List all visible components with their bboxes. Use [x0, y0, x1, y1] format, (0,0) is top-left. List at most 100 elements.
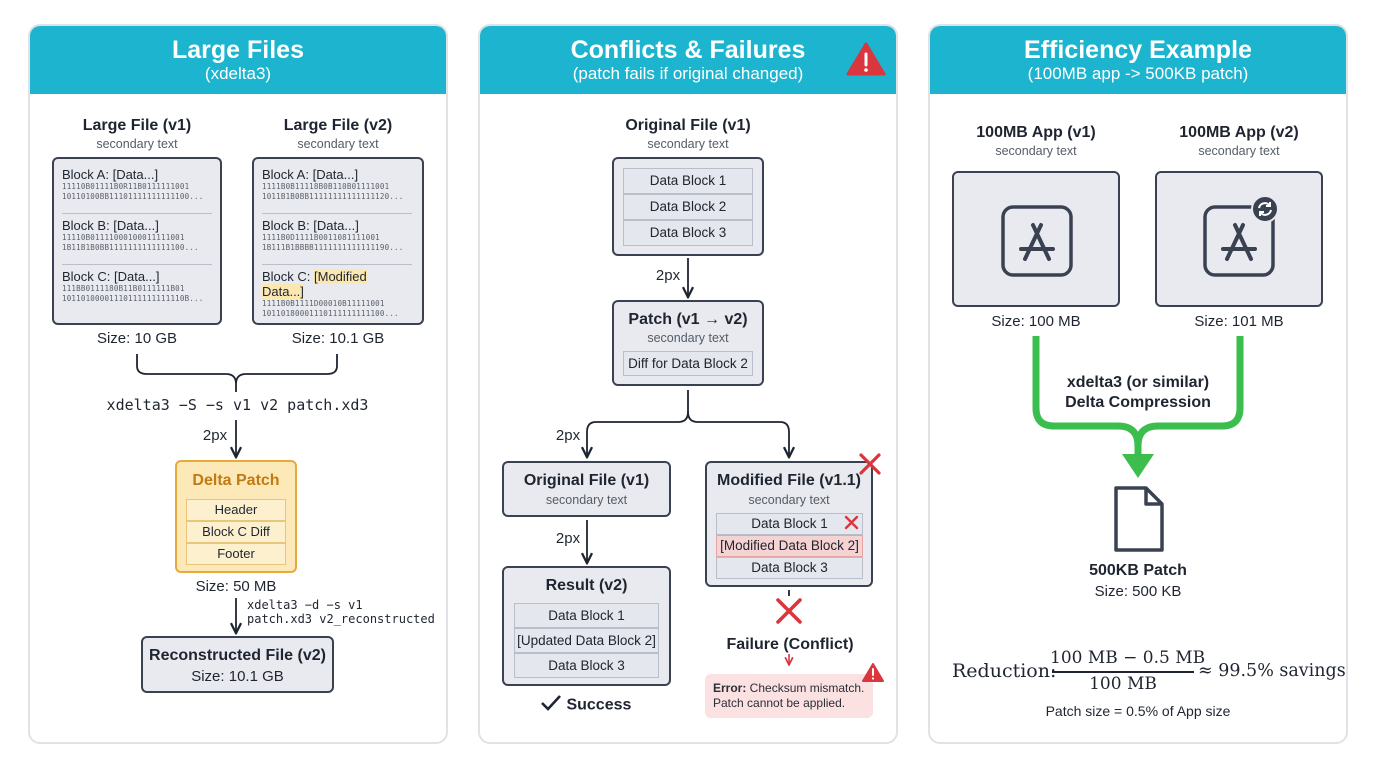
error-box: Error: Checksum mismatch. Patch cannot b…: [705, 674, 873, 718]
patch-title: 500KB Patch: [1089, 562, 1187, 579]
modified-secondary: secondary text: [748, 493, 830, 507]
error-text: Checksum mismatch.: [746, 681, 865, 695]
data-block-row: Data Block 3: [623, 220, 753, 246]
arrow-label: 2px: [655, 267, 681, 284]
block-bits: 11110B01111B0R11B0111111001: [62, 182, 190, 191]
file-v1-secondary: secondary text: [96, 137, 178, 151]
file-v2-block-b: Block B: [Data...] 1111B0D1111B001108111…: [262, 218, 412, 253]
document-icon: [1112, 484, 1166, 559]
block-divider: [62, 213, 212, 214]
file-v2-title: Large File (v2): [283, 117, 393, 134]
failure-title: Failure (Conflict): [726, 636, 854, 653]
data-block-row: Data Block 1: [514, 603, 659, 628]
app-v2-title: 100MB App (v2): [1179, 124, 1299, 141]
original-top-box: Data Block 1 Data Block 2 Data Block 3: [612, 157, 764, 256]
block-label: Block B: [Data...]: [62, 218, 159, 233]
arrow-label: 2px: [555, 530, 581, 547]
decode-command-line: xdelta3 −d −s v1: [247, 598, 363, 612]
footnote: Patch size = 0.5% of App size: [1045, 703, 1231, 719]
patch-secondary: secondary text: [647, 331, 729, 345]
success-label: Success: [566, 696, 632, 714]
panel-title: Large Files: [172, 36, 304, 64]
error-text: Patch cannot be applied.: [713, 696, 846, 710]
app-v1-box: [952, 171, 1120, 307]
data-block-row: [Updated Data Block 2]: [514, 628, 659, 653]
modified-data-row: [Modified Data Block 2]: [716, 535, 863, 557]
patch-title: Patch (v1 → v2): [628, 311, 748, 328]
file-v2-box: Block A: [Data...] 1111B0B11118B0B110B01…: [252, 157, 424, 325]
original-left-box: Original File (v1) secondary text: [502, 461, 671, 517]
reconstructed-file-box: Reconstructed File (v2) Size: 10.1 GB: [141, 636, 334, 693]
block-divider: [62, 264, 212, 265]
block-bits: 111BB0111180B11B0111111B01: [62, 284, 185, 293]
file-v2-block-c: Block C: [Modified Data...] 1111B0B1111D…: [262, 269, 412, 319]
data-block-row: Data Block 3: [716, 557, 863, 579]
formula-denominator: 100 MB: [1089, 674, 1157, 694]
block-divider: [262, 213, 412, 214]
formula-numerator: 100 MB − 0.5 MB: [1050, 648, 1206, 668]
block-bits: 1B11B1B0BB1111111111111100...: [62, 243, 199, 252]
block-bits: 1111B0D1111B0011081111001: [262, 233, 380, 242]
result-title: Result (v2): [545, 577, 628, 594]
block-label: Block A: [Data...]: [62, 167, 159, 182]
block-bits: 10110180001110111111111100...: [262, 309, 399, 318]
app-v1-secondary: secondary text: [995, 144, 1077, 158]
panel-subtitle: (100MB app -> 500KB patch): [1027, 64, 1249, 83]
result-box: Result (v2) Data Block 1 [Updated Data B…: [502, 566, 671, 686]
panel-efficiency: Efficiency Example (100MB app -> 500KB p…: [928, 24, 1348, 744]
block-divider: [262, 264, 412, 265]
file-v2-secondary: secondary text: [297, 137, 379, 151]
panel-conflicts: Conflicts & Failures (patch fails if ori…: [478, 24, 898, 744]
original-top-secondary: secondary text: [647, 137, 729, 151]
panel-title: Conflicts & Failures: [570, 36, 806, 64]
delta-patch-box: Delta Patch Header Block C Diff Footer: [175, 460, 297, 573]
app-v1-size: Size: 100 MB: [991, 313, 1081, 330]
delta-patch-size: Size: 50 MB: [195, 578, 277, 595]
data-block-row: Data Block 1: [623, 168, 753, 194]
modified-file-box: Modified File (v1.1) secondary text Data…: [705, 461, 873, 587]
decode-command-line: patch.xd3 v2_reconstructed: [247, 612, 435, 626]
panel-header: Conflicts & Failures (patch fails if ori…: [480, 26, 896, 94]
xdelta3-decode-command: xdelta3 −d −s v1 patch.xd3 v2_reconstruc…: [247, 598, 435, 626]
original-left-title: Original File (v1): [523, 472, 650, 489]
file-v1-block-c: Block C: [Data...] 111BB0111180B11B01111…: [62, 269, 212, 304]
error-line: Error: Checksum mismatch.: [713, 681, 873, 696]
app-v2-secondary: secondary text: [1198, 144, 1280, 158]
app-v2-box: [1155, 171, 1323, 307]
original-left-secondary: secondary text: [545, 493, 628, 507]
block-bits: 1111B0B11118B0B110B01111001: [262, 182, 390, 191]
delta-patch-row: Footer: [186, 543, 286, 565]
formula-label: Reduction:: [952, 660, 1057, 682]
arrow-label: 2px: [202, 427, 228, 444]
file-v1-size: Size: 10 GB: [96, 330, 178, 347]
reconstructed-size: Size: 10.1 GB: [191, 668, 284, 685]
app-v2-size: Size: 101 MB: [1194, 313, 1284, 330]
panel-header: Large Files (xdelta3): [30, 26, 446, 94]
modified-title: Modified File (v1.1): [716, 472, 861, 489]
patch-box: Patch (v1 → v2) secondary text Diff for …: [612, 300, 764, 386]
file-v1-title: Large File (v1): [82, 117, 192, 134]
block-bits: 1B111B1BBBB1111111111111190...: [262, 243, 404, 252]
diff-row: Diff for Data Block 2: [623, 351, 753, 376]
compression-label: xdelta3 (or similar) Delta Compression: [1038, 373, 1238, 413]
compression-line: Delta Compression: [1065, 394, 1211, 411]
panel-subtitle: (xdelta3): [204, 64, 272, 83]
delta-patch-row: Block C Diff: [186, 521, 286, 543]
delta-patch-title: Delta Patch: [192, 472, 280, 489]
app-store-icon: [1001, 205, 1073, 282]
panel-subtitle: (patch fails if original changed): [572, 64, 804, 83]
block-bits: 1011B1B0BB11111111111111120...: [262, 192, 404, 201]
compression-line: xdelta3 (or similar): [1066, 374, 1210, 391]
file-v1-block-b: Block B: [Data...] 11110B011110001000111…: [62, 218, 212, 253]
panel-header: Efficiency Example (100MB app -> 500KB p…: [930, 26, 1346, 94]
file-v2-size: Size: 10.1 GB: [291, 330, 385, 347]
sync-icon: [1251, 195, 1279, 228]
block-label: Block B: [Data...]: [262, 218, 359, 233]
data-block-row: Data Block 2: [623, 194, 753, 220]
delta-patch-row: Header: [186, 499, 286, 521]
block-bits: 1111B0B1111D00010B11111001: [262, 299, 385, 308]
data-block-row: Data Block 3: [514, 653, 659, 678]
reduction-formula: Reduction: 100 MB − 0.5 MB 100 MB ≈ 99.5…: [952, 648, 1346, 694]
block-label: Block A: [Data...]: [262, 167, 359, 182]
block-label: Block C: [Data...]: [62, 269, 160, 284]
